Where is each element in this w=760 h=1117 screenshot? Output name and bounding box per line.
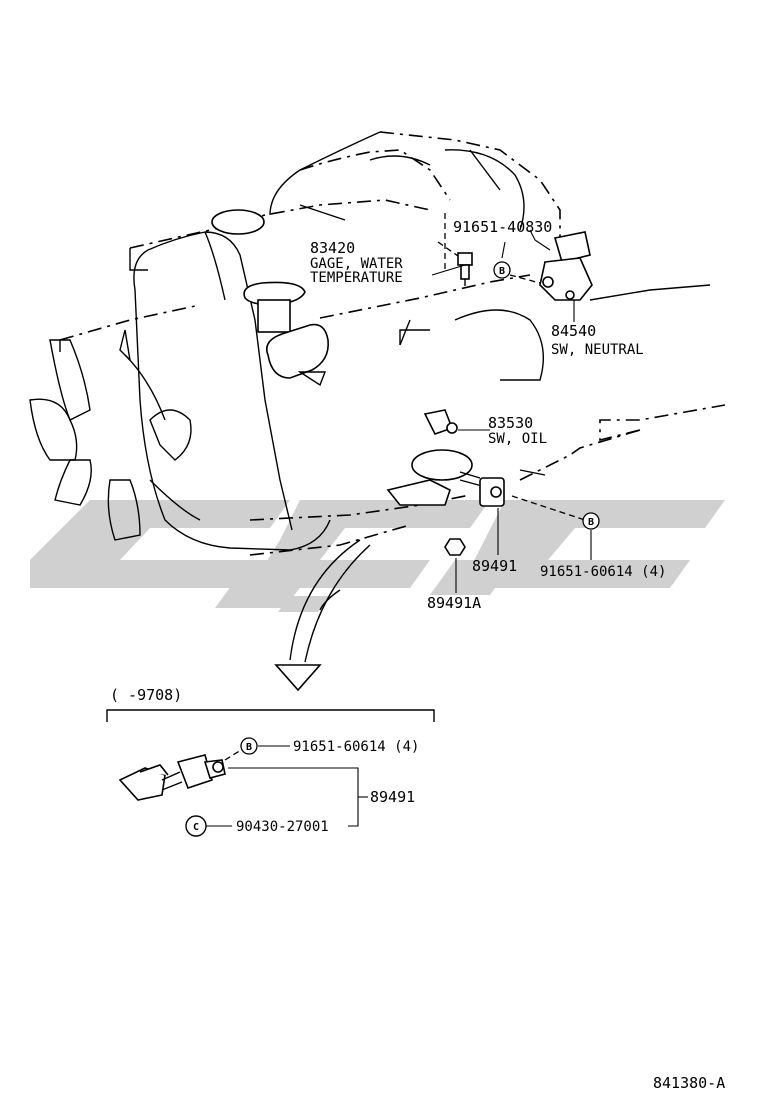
watermark-logo xyxy=(30,500,725,612)
sensor-a-part-number: 89491A xyxy=(427,594,481,612)
sensor-89491 xyxy=(386,449,586,521)
oil-switch xyxy=(423,409,458,435)
engine-outline xyxy=(29,131,726,556)
b-marker-top: B xyxy=(493,261,511,279)
water-temp-gage xyxy=(437,213,473,286)
gage-name-line1: GAGE, WATER xyxy=(310,256,403,272)
leader-lines xyxy=(431,229,592,593)
gage-part-number: 83420 xyxy=(310,239,355,257)
inset-b-marker xyxy=(240,737,258,755)
inset-b-marker-letter: B xyxy=(246,742,252,753)
sw-oil-name: SW, OIL xyxy=(488,431,547,447)
b-marker-mid: B xyxy=(582,512,600,530)
inset-arrow xyxy=(274,539,371,692)
nut-89491a xyxy=(444,538,466,556)
bolt-top-label: 91651-40830 xyxy=(453,218,552,236)
b-marker-top-letter: B xyxy=(499,266,505,277)
sw-neutral-part-number: 84540 xyxy=(551,322,596,340)
inset-bolt-label: 91651-60614 (4) xyxy=(293,739,419,755)
sw-neutral-name: SW, NEUTRAL xyxy=(551,342,644,358)
sensor-part-number: 89491 xyxy=(472,557,517,575)
inset-sensor-label: 89491 xyxy=(370,788,415,806)
b-marker-mid-letter: B xyxy=(588,517,594,528)
inset-nut-label: 90430-27001 xyxy=(236,819,329,835)
gage-name-line2: TEMPERATURE xyxy=(310,270,403,286)
neutral-switch xyxy=(509,231,593,301)
sw-oil-part-number: 83530 xyxy=(488,414,533,432)
inset-c-marker-letter: C xyxy=(193,822,199,833)
inset-range-label: ( -9708) xyxy=(110,686,182,704)
inset-panel: ( -9708) B 91651-60614 (4) 89491 C 90430… xyxy=(106,686,435,837)
bolt-mid-label: 91651-60614 (4) xyxy=(540,564,666,580)
figure-code: 841380-A xyxy=(653,1074,725,1092)
